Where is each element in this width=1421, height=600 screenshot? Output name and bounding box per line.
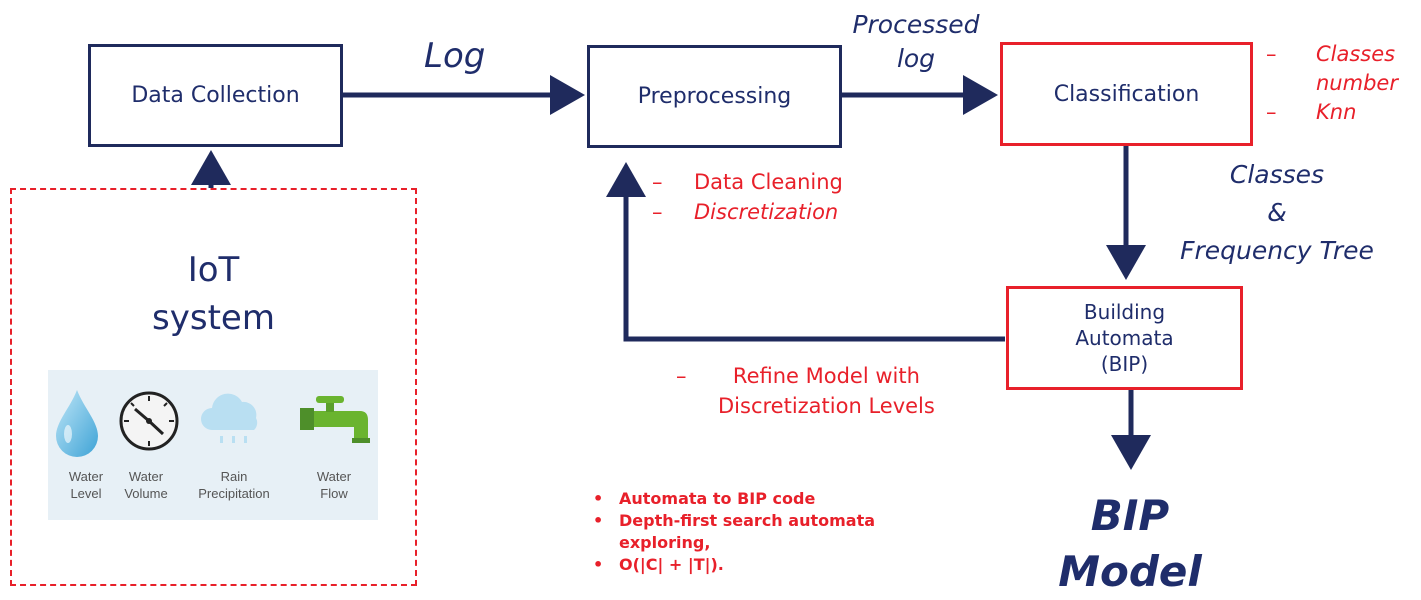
label-classes-line-2: & [1267, 198, 1287, 227]
water-drop-icon [56, 390, 98, 457]
bullet-item: exploring, [593, 532, 875, 554]
label-classes-line-3: Frequency Tree [1180, 236, 1374, 265]
note-text: Discretization [694, 200, 839, 224]
box-classification: Classification [1000, 42, 1253, 146]
label-processed-log: Processed log [846, 8, 986, 76]
iot-title-line-2: system [152, 298, 275, 338]
automata-line-1: Building [1083, 300, 1166, 324]
dash-marker: – [1266, 100, 1277, 124]
refine-line-1: Refine Model with [732, 364, 920, 388]
bullet-marker: • [593, 555, 604, 574]
sensor-label-water-level: Water Level [64, 468, 108, 502]
note-text: Data Cleaning [694, 170, 843, 194]
sensor-label-line: Level [70, 486, 102, 501]
note-text: Classes [1316, 42, 1396, 66]
bullet-marker [593, 532, 619, 554]
label-processed-log-line-2: log [896, 44, 936, 73]
box-building-automata: Building Automata (BIP) [1006, 286, 1243, 390]
box-classification-label: Classification [1053, 81, 1200, 107]
label-processed-log-line-1: Processed [852, 10, 980, 39]
bullet-item: • Depth-first search automata [593, 510, 875, 532]
automata-line-2: Automata [1075, 326, 1174, 350]
label-classes-line-1: Classes [1229, 160, 1325, 189]
refine-note: – Refine Model with Discretization Level… [676, 361, 935, 421]
gauge-icon [119, 391, 179, 451]
bip-model-line-2: Model [1058, 547, 1202, 596]
box-preprocessing-label: Preprocessing [637, 84, 792, 109]
sensor-panel: Water Level Water Volume Rain Precipitat… [48, 370, 378, 520]
classification-notes: – Classes number – Knn [1266, 40, 1398, 127]
bullet-text: exploring, [619, 533, 711, 552]
sensor-label-line: Volume [124, 486, 168, 501]
dash-marker: – [1266, 42, 1277, 66]
dash-marker: – [652, 170, 663, 194]
iot-title-line-1: IoT [187, 250, 240, 290]
sensor-label-water-volume: Water Volume [120, 468, 172, 502]
sensor-label-line: Water [68, 469, 104, 484]
note-data-cleaning: – Data Cleaning [652, 167, 843, 197]
iot-system-frame [10, 188, 417, 586]
note-knn: – Knn [1266, 98, 1398, 127]
sensor-label-rain-precipitation: Rain Precipitation [188, 468, 280, 502]
rain-cloud-icon [201, 393, 258, 443]
dash-marker: – [652, 200, 663, 224]
sensor-label-line: Water [128, 469, 164, 484]
note-text: number [1316, 71, 1398, 95]
bip-model-output: BIP Model [1020, 488, 1240, 600]
iot-system-title: IoT system [10, 246, 417, 342]
note-text: Knn [1316, 100, 1357, 124]
dash-marker [1266, 69, 1316, 98]
arrow-feedback-loop [606, 162, 1005, 342]
sensor-label-line: Precipitation [198, 486, 270, 501]
sensor-label-line: Rain [220, 469, 248, 484]
bullet-marker: • [593, 489, 604, 508]
bullet-item: • Automata to BIP code [593, 488, 875, 510]
sensor-label-line: Water [316, 469, 352, 484]
sensor-label-water-flow: Water Flow [302, 468, 366, 502]
bullet-marker: • [593, 511, 604, 530]
note-classes: – Classes [1266, 40, 1398, 69]
bullet-text: O(|C| + |T|). [619, 555, 724, 574]
automata-line-3: (BIP) [1100, 352, 1149, 376]
bullet-item: • O(|C| + |T|). [593, 554, 875, 576]
dash-marker: – [676, 364, 687, 388]
bip-bullets: • Automata to BIP code • Depth-first sea… [593, 488, 875, 576]
refine-note-text: Refine Model with Discretization Levels [718, 361, 935, 421]
label-classes-tree: Classes & Frequency Tree [1166, 156, 1388, 270]
note-number: number [1266, 69, 1398, 98]
box-data-collection: Data Collection [88, 44, 343, 147]
faucet-icon [300, 396, 370, 443]
note-discretization: – Discretization [652, 197, 843, 227]
bullet-text: Automata to BIP code [619, 489, 816, 508]
sensor-label-line: Flow [320, 486, 348, 501]
label-log: Log [424, 36, 486, 76]
preprocessing-notes: – Data Cleaning – Discretization [652, 167, 843, 227]
bip-model-line-1: BIP [1090, 491, 1170, 540]
box-data-collection-label: Data Collection [131, 83, 300, 108]
refine-line-2: Discretization Levels [718, 394, 935, 418]
bullet-text: Depth-first search automata [619, 511, 876, 530]
box-preprocessing: Preprocessing [587, 45, 842, 148]
